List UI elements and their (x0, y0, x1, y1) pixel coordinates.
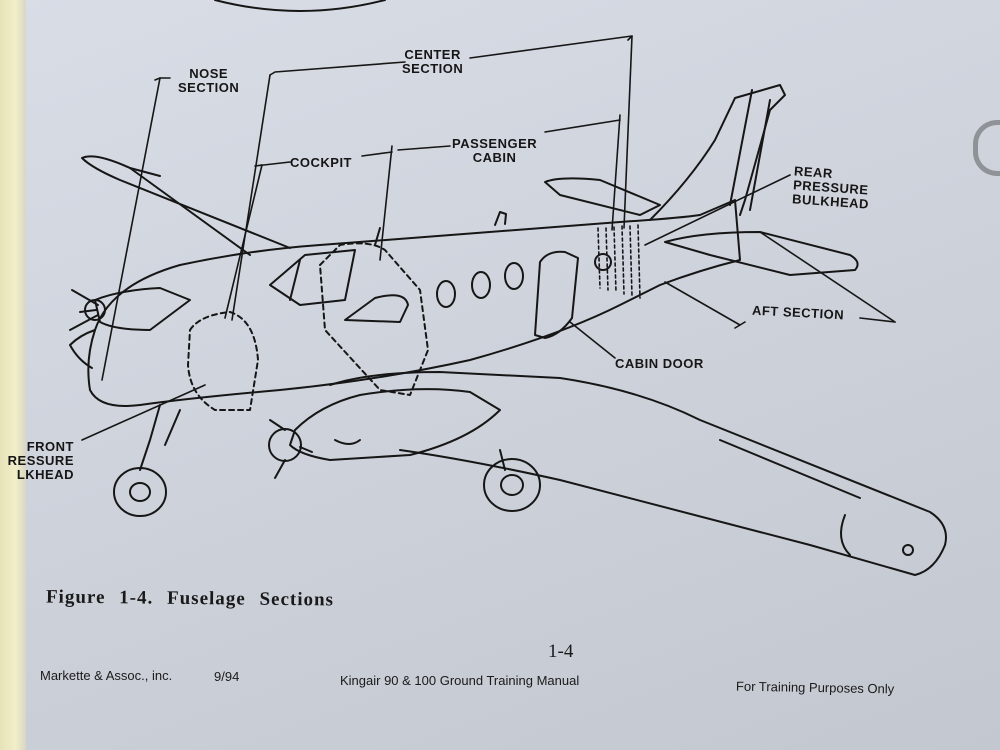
windshield (269, 249, 356, 306)
cabin-window-2 (471, 271, 491, 299)
footer-publisher: Markette & Assoc., inc. (40, 668, 173, 683)
side-window (344, 294, 409, 323)
rear-bulkhead-fitting (594, 253, 612, 271)
far-spinner (84, 299, 106, 321)
label-cabin-door: CABIN DOOR (615, 357, 704, 371)
far-engine-nacelle (94, 287, 191, 331)
aileron (719, 439, 861, 499)
label-text: PASSENGER CABIN (452, 136, 538, 165)
label-rear-pressure-bulkhead: REAR PRESSURE BULKHEAD (791, 163, 872, 212)
near-exhaust (334, 439, 361, 445)
label-text: COCKPIT (290, 155, 352, 170)
top-arc (214, 0, 386, 12)
label-center-section: CENTER SECTION (402, 48, 463, 76)
cockpit-dashed-outline (319, 242, 429, 396)
label-text: FRONT RESSURE LKHEAD (7, 439, 74, 482)
nose-wheel-hub (129, 482, 151, 502)
cabin-window-1 (436, 280, 456, 308)
cabin-door (534, 250, 579, 339)
rear-bulkhead-hatching (597, 224, 641, 299)
nose-cone (69, 329, 96, 369)
label-cockpit: COCKPIT (290, 156, 352, 170)
rudder-line (729, 89, 753, 206)
binder-ring (973, 120, 1000, 176)
nose-gear-strut (139, 404, 161, 471)
far-wing (81, 155, 291, 256)
footer-manual-title: Kingair 90 & 100 Ground Training Manual (340, 673, 580, 688)
far-propeller (69, 289, 99, 331)
page-number: 1-4 (548, 641, 574, 662)
nav-light (902, 544, 914, 556)
nose-gear-brace (164, 409, 181, 446)
figure-caption: Figure 1-4. Fuselage Sections (45, 586, 335, 611)
near-propeller (269, 419, 313, 479)
main-wheel (483, 458, 541, 512)
label-passenger-cabin: PASSENGER CABIN (452, 137, 537, 165)
far-wing-edge (129, 167, 161, 177)
binder-edge (0, 0, 26, 750)
near-engine-nacelle (289, 388, 501, 461)
label-nose-section: NOSE SECTION (178, 67, 239, 95)
nose-wheel (113, 467, 167, 517)
label-text: CENTER SECTION (402, 47, 464, 76)
near-wing-tip (840, 514, 851, 556)
windshield-frame (289, 259, 301, 301)
dorsal-antenna (494, 211, 507, 226)
leader-lines (81, 35, 896, 441)
footer-notice: For Training Purposes Only (735, 678, 895, 697)
footer-date: 9/94 (214, 669, 240, 684)
cockpit-antenna (374, 227, 381, 246)
right-stabilizer (664, 231, 859, 276)
vertical-tail (649, 84, 786, 221)
label-text: NOSE SECTION (178, 66, 240, 95)
left-stabilizer (544, 177, 661, 216)
near-spinner (268, 428, 302, 462)
rudder-line-2 (749, 99, 771, 211)
main-wheel-hub (500, 474, 524, 496)
cabin-window-3 (504, 262, 524, 290)
label-text: CABIN DOOR (615, 356, 704, 371)
near-wing (329, 371, 947, 576)
label-text: REAR PRESSURE BULKHEAD (791, 163, 870, 212)
label-front-pressure-bulkhead: FRONT RESSURE LKHEAD (0, 440, 74, 482)
front-bulkhead-dashed (187, 311, 259, 411)
